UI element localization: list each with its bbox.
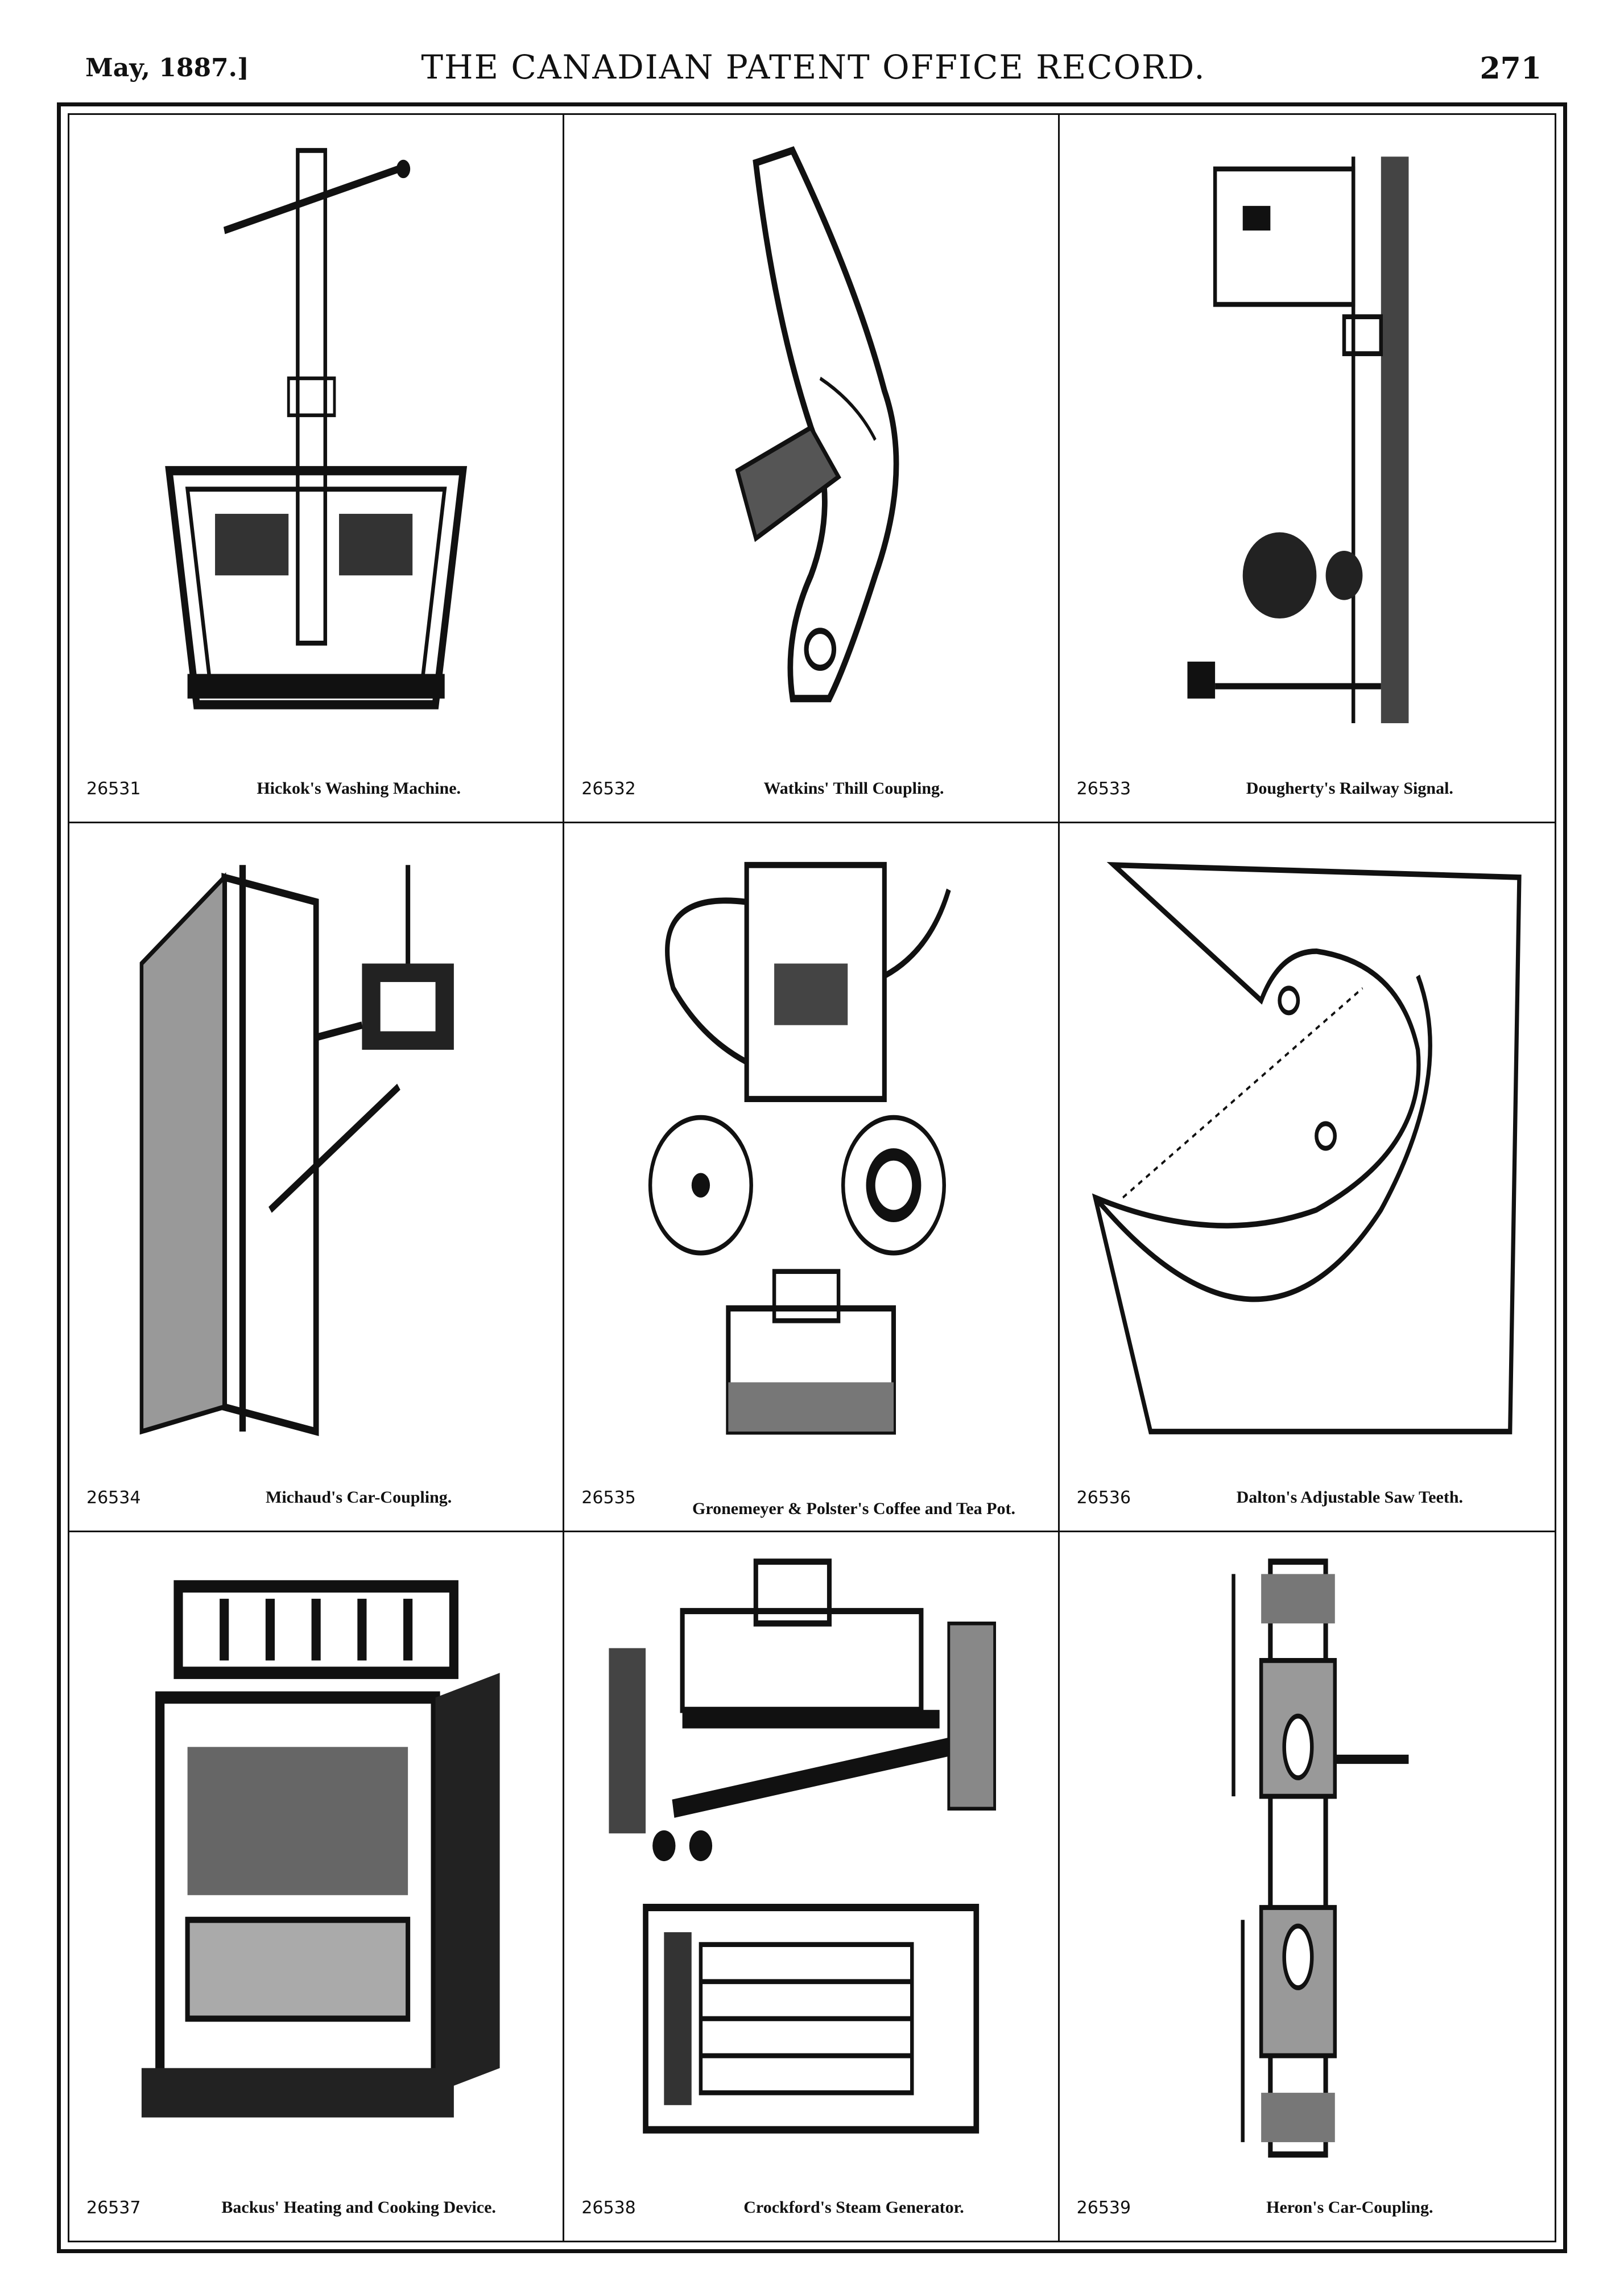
patent-cell: 26537 Backus' Heating and Cooking Device… bbox=[69, 1532, 565, 2241]
patent-cell: 26535 Gronemeyer & Polster's Coffee and … bbox=[564, 823, 1060, 1532]
patent-figure-grid: 26531 Hickok's Washing Machine. 26532 Wa… bbox=[57, 102, 1567, 2253]
patent-caption: Crockford's Steam Generator. bbox=[743, 2198, 964, 2217]
patent-cell: 26539 Heron's Car-Coupling. bbox=[1060, 1532, 1555, 2241]
patent-number: 26536 bbox=[1076, 1487, 1131, 1508]
issue-date: May, 1887.] bbox=[85, 53, 249, 83]
saw-teeth-drawing bbox=[1077, 840, 1538, 1456]
patent-caption: Michaud's Car-Coupling. bbox=[266, 1487, 452, 1507]
page-number: 271 bbox=[1480, 51, 1542, 86]
patent-cell: 26532 Watkins' Thill Coupling. bbox=[564, 115, 1060, 824]
patent-cell: 26536 Dalton's Adjustable Saw Teeth. bbox=[1059, 823, 1555, 1532]
patent-cell: 26538 Crockford's Steam Generator. bbox=[564, 1532, 1060, 2241]
thill-coupling-drawing bbox=[581, 132, 1040, 748]
cooking-device-drawing bbox=[86, 1549, 546, 2167]
patent-number: 26539 bbox=[1076, 2198, 1131, 2218]
patent-caption: Heron's Car-Coupling. bbox=[1266, 2198, 1433, 2217]
car-coupling-drawing bbox=[86, 840, 546, 1456]
patent-number: 26532 bbox=[581, 779, 636, 799]
patent-cell: 26533 Dougherty's Railway Signal. bbox=[1059, 115, 1555, 824]
washing-machine-drawing bbox=[86, 132, 546, 748]
patent-number: 26531 bbox=[86, 779, 141, 799]
patent-number: 26537 bbox=[86, 2198, 141, 2218]
patent-caption: Watkins' Thill Coupling. bbox=[763, 779, 944, 798]
patent-number: 26538 bbox=[581, 2198, 636, 2218]
steam-generator-drawing bbox=[581, 1549, 1040, 2167]
coffee-pot-drawing bbox=[581, 840, 1040, 1456]
patent-cell: 26534 Michaud's Car-Coupling. bbox=[69, 823, 565, 1532]
patent-number: 26535 bbox=[581, 1487, 636, 1508]
patent-number: 26533 bbox=[1076, 779, 1131, 799]
publication-title: THE CANADIAN PATENT OFFICE RECORD. bbox=[421, 48, 1206, 86]
patent-caption: Hickok's Washing Machine. bbox=[257, 779, 461, 798]
railway-signal-drawing bbox=[1077, 132, 1538, 748]
patent-caption: Dalton's Adjustable Saw Teeth. bbox=[1236, 1487, 1464, 1507]
patent-number: 26534 bbox=[86, 1487, 141, 1508]
car-coupling-drawing bbox=[1077, 1549, 1538, 2167]
patent-caption: Dougherty's Railway Signal. bbox=[1246, 779, 1453, 798]
patent-cell: 26531 Hickok's Washing Machine. bbox=[69, 115, 565, 824]
patent-caption: Gronemeyer & Polster's Coffee and Tea Po… bbox=[692, 1499, 1015, 1518]
patent-caption: Backus' Heating and Cooking Device. bbox=[221, 2198, 496, 2217]
page-header: May, 1887.] THE CANADIAN PATENT OFFICE R… bbox=[85, 46, 1542, 97]
